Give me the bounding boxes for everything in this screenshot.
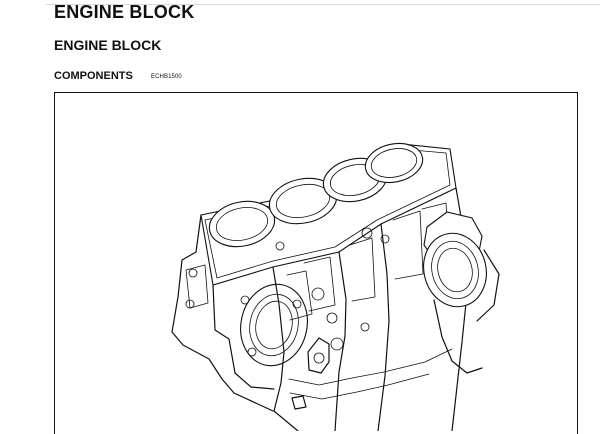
engine-block-drawing-icon bbox=[171, 142, 500, 431]
subsection-title: COMPONENTS bbox=[54, 70, 133, 82]
page-title: ENGINE BLOCK bbox=[54, 2, 195, 22]
reference-code: ECHB1500 bbox=[151, 74, 182, 80]
top-rule bbox=[46, 4, 600, 5]
section-title: ENGINE BLOCK bbox=[54, 37, 162, 53]
figure-frame bbox=[54, 92, 578, 434]
